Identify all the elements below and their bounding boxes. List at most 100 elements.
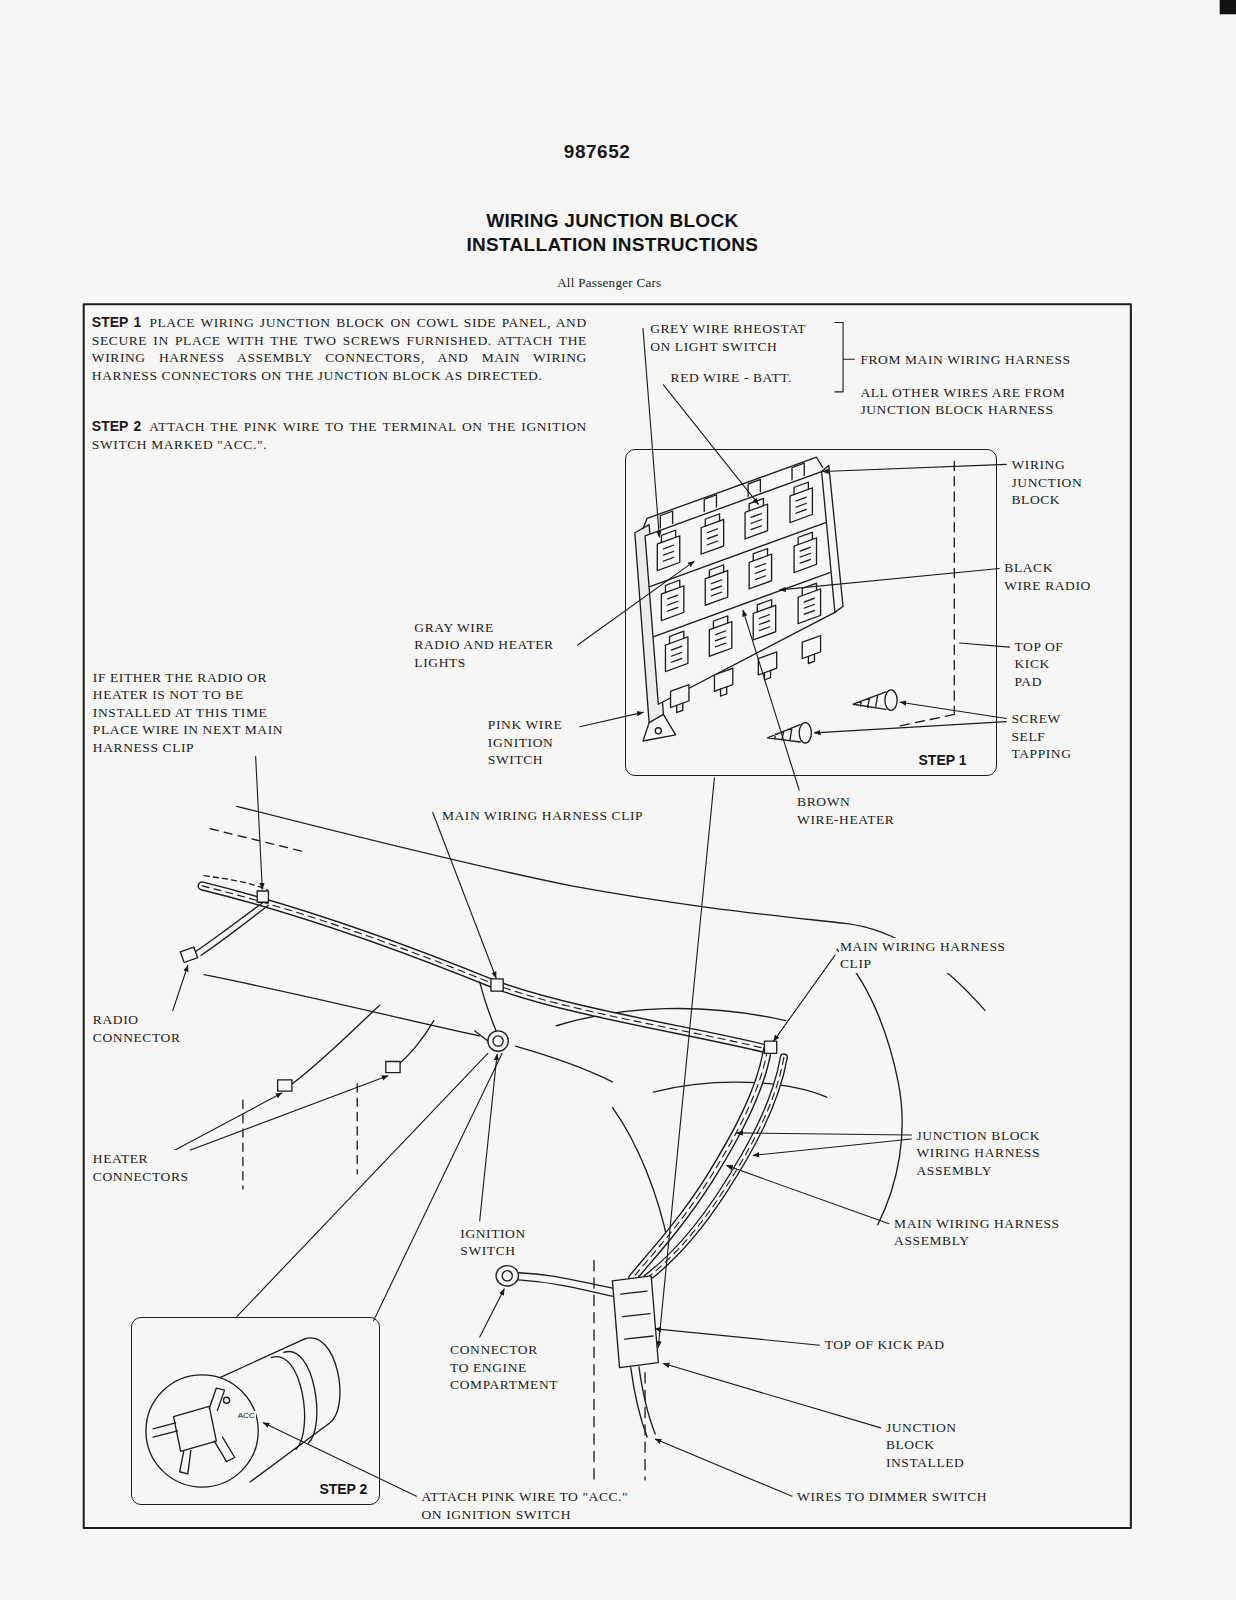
vehicle-interior-drawing: [480, 982, 496, 1031]
vehicle-interior-drawing: [292, 1005, 434, 1084]
step-number: STEP 2: [317, 1481, 369, 1498]
callout-label: CONNECTOR TO ENGINE COMPARTMENT: [449, 1341, 559, 1394]
callout-label: RADIO CONNECTOR: [92, 1011, 182, 1046]
vehicle-interior-drawing: [202, 886, 767, 1049]
junction-block-drawing: [665, 630, 687, 672]
vehicle-interior-drawing: [202, 886, 767, 1049]
vehicle-interior-drawing: [633, 1049, 768, 1278]
junction-block-drawing: [701, 512, 723, 554]
instruction-text: ATTACH THE PINK WIRE TO THE TERMINAL ON …: [92, 419, 587, 452]
vehicle-interior-drawing: [180, 806, 985, 1480]
junction-block-drawing: [649, 523, 830, 637]
note: IF EITHER THE RADIO OR HEATER IS NOT TO …: [92, 669, 284, 757]
callout-label: BLACK WIRE RADIO: [1003, 559, 1092, 594]
ignition-switch-drawing: [153, 1423, 177, 1437]
leader-line: [643, 329, 659, 537]
vehicle-interior-drawing: [496, 1266, 518, 1286]
ignition-switch-drawing: [209, 1388, 224, 1410]
vehicle-interior-drawing: [518, 1273, 612, 1296]
ignition-switch-drawing: [146, 1375, 258, 1487]
leader-line: [823, 464, 1007, 471]
callout-label: BROWN WIRE-HEATER: [796, 793, 895, 828]
callout-label: PINK WIRE IGNITION SWITCH: [487, 716, 564, 769]
vehicle-interior-drawing: [204, 975, 612, 1082]
leader-line: [480, 1054, 497, 1220]
junction-block-drawing: [704, 495, 716, 512]
ignition-switch-drawing: [304, 1338, 340, 1424]
vehicle-interior-drawing: [210, 829, 306, 852]
junction-block-drawing: [802, 636, 820, 666]
vehicle-interior-drawing: [180, 947, 197, 962]
vehicle-interior-drawing: [257, 891, 268, 902]
vehicle-interior-drawing: [502, 1271, 512, 1281]
junction-block-drawing: [885, 690, 897, 710]
vehicle-interior-drawing: [653, 1082, 827, 1097]
junction-block-drawing: [790, 481, 812, 523]
leader-line: [900, 702, 1006, 718]
callout-label: GREY WIRE RHEOSTAT ON LIGHT SWITCH: [649, 320, 807, 355]
vehicle-interior-drawing: [647, 1057, 784, 1277]
leader-line: [774, 955, 835, 1041]
leader-line: [737, 1133, 912, 1135]
leader-line: [216, 747, 262, 889]
junction-block-drawing: [822, 465, 843, 612]
junction-block-drawing: [896, 461, 954, 726]
vehicle-interior-drawing: [764, 1041, 776, 1053]
page-frame: [84, 304, 1131, 1528]
leader-line: [663, 1364, 880, 1428]
junction-block-drawing: [792, 463, 804, 480]
terminal-mark: ACC: [237, 1411, 256, 1420]
ignition-switch-drawing: [271, 1351, 316, 1449]
leader-line: [655, 1329, 819, 1345]
instruction-step: STEP 1PLACE WIRING JUNCTION BLOCK ON COW…: [92, 314, 587, 384]
vehicle-interior-drawing: [202, 886, 767, 1049]
junction-block-drawing: [794, 531, 816, 573]
callout-label: RED WIRE - BATT.: [670, 369, 794, 387]
callout-label: WIRING JUNCTION BLOCK: [1010, 456, 1083, 509]
leader-line: [147, 323, 1009, 1497]
ignition-switch-drawing: [180, 1450, 191, 1473]
callout-label: GRAY WIRE RADIO AND HEATER LIGHTS: [413, 619, 554, 672]
callout-label: IGNITION SWITCH: [459, 1225, 527, 1260]
junction-block-drawing: [745, 497, 767, 539]
illustration: [84, 0, 1236, 1528]
junction-block-drawing: [657, 529, 679, 571]
step-tag: STEP 2: [92, 418, 141, 434]
leader-line: [237, 1053, 488, 1316]
junction-block-drawing: [709, 614, 731, 656]
vehicle-interior-drawing: [493, 1036, 503, 1046]
leader-line: [727, 1166, 889, 1224]
leader-line: [835, 323, 854, 392]
step-number: STEP 1: [917, 752, 969, 769]
callout-label: MAIN WIRING HARNESS CLIP: [839, 938, 1007, 973]
callout-label: JUNCTION BLOCK INSTALLED: [885, 1419, 966, 1472]
leader-line: [480, 1289, 504, 1337]
step-tag: STEP 1: [92, 314, 142, 330]
vehicle-interior-drawing: [237, 806, 985, 1010]
leader-line: [580, 712, 643, 726]
junction-block-drawing: [655, 728, 661, 734]
ignition-switch-drawing: [224, 1397, 230, 1403]
document-number: 987652: [563, 141, 631, 163]
callout-label: TOP OF KICK PAD: [1013, 638, 1064, 691]
vehicle-interior-drawing: [621, 1291, 654, 1339]
leader-line: [374, 1053, 503, 1320]
vehicle-interior-drawing: [488, 1031, 508, 1051]
callout-label: JUNCTION BLOCK WIRING HARNESS ASSEMBLY: [916, 1127, 1042, 1180]
junction-block-drawing: [799, 723, 811, 743]
vehicle-interior-drawing: [647, 1057, 784, 1277]
junction-block-drawing: [705, 563, 727, 605]
leader-line: [157, 1076, 388, 1163]
callout-label: ATTACH PINK WIRE TO "ACC." ON IGNITION S…: [421, 1488, 630, 1523]
junction-block-drawing: [635, 457, 954, 743]
vehicle-interior-drawing: [491, 979, 503, 991]
vehicle-interior-drawing: [243, 1084, 357, 1189]
vehicle-interior-drawing: [386, 1061, 400, 1072]
ignition-switch-drawing: [146, 1338, 340, 1487]
leader-line: [655, 1439, 792, 1496]
vehicle-interior-drawing: [633, 1049, 768, 1278]
junction-block-drawing: [853, 692, 886, 709]
leader-line: [814, 722, 1006, 733]
callout-label: TOP OF KICK PAD: [824, 1336, 946, 1354]
callout-label: HEATER CONNECTORS: [92, 1150, 190, 1185]
